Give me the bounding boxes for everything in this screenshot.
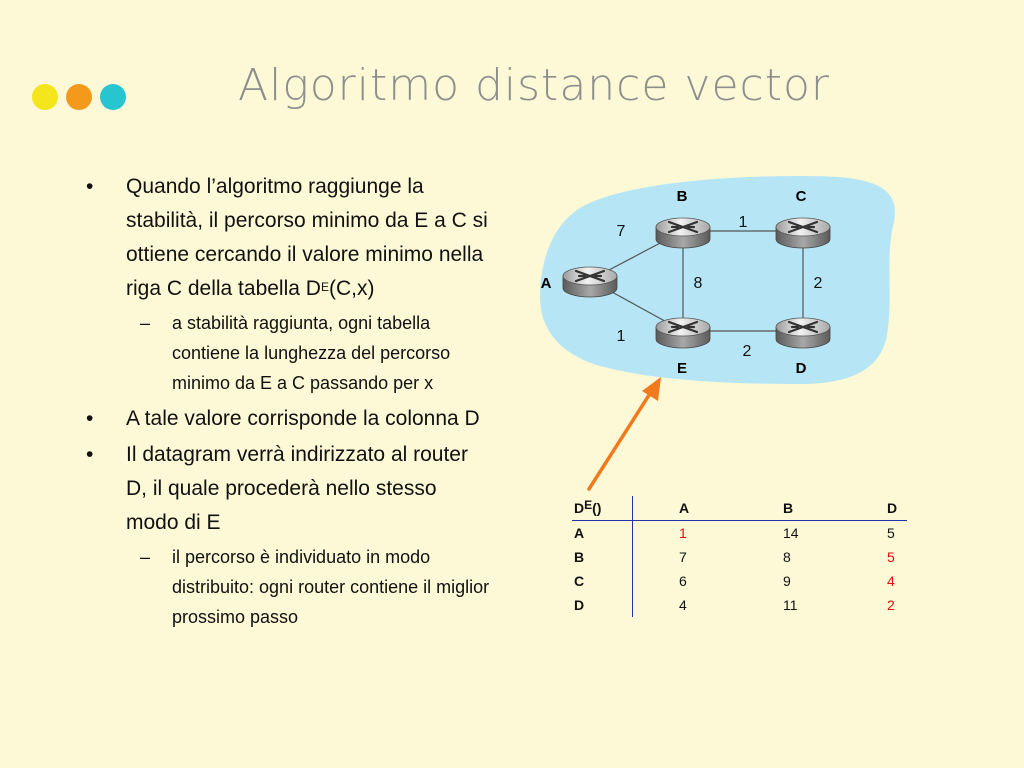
table-cell: 14 xyxy=(783,525,799,541)
bullet-1-text: Quando l’algoritmo raggiunge la stabilit… xyxy=(126,175,488,300)
edge-weight-a-e: 1 xyxy=(617,328,626,345)
table-corner-label: DE() xyxy=(572,496,633,521)
orange-dot xyxy=(66,84,92,110)
table-cell: 1 xyxy=(679,525,687,541)
edge-weight-b-c: 1 xyxy=(739,214,748,231)
router-b xyxy=(655,217,711,249)
dash-marker: – xyxy=(140,313,151,333)
yellow-dot xyxy=(32,84,58,110)
column-header: A xyxy=(632,496,783,521)
cyan-dot xyxy=(100,84,126,110)
table-cell: 11 xyxy=(783,597,798,613)
table-row: A 1 14 5 xyxy=(572,520,907,545)
table-row: C 6 9 4 xyxy=(572,569,907,593)
bullet-1-text-tail: (C,x) xyxy=(328,277,375,300)
router-c xyxy=(775,217,831,249)
node-label-b: B xyxy=(677,188,688,205)
table-cell: 6 xyxy=(679,573,687,589)
bullet-3-text: Il datagram verrà indirizzato al router … xyxy=(126,443,468,534)
bullet-marker: • xyxy=(86,175,94,198)
sub-bullet-2: – il percorso è individuato in modo dist… xyxy=(84,542,494,632)
table-row: D 4 11 2 xyxy=(572,593,907,617)
node-label-c: C xyxy=(796,188,807,205)
router-d xyxy=(775,317,831,349)
row-label: C xyxy=(572,569,633,593)
bullet-3: • Il datagram verrà indirizzato al route… xyxy=(84,438,494,540)
bullet-marker: • xyxy=(86,407,94,430)
table-cell: 5 xyxy=(887,525,895,541)
table-cell: 7 xyxy=(679,549,687,565)
bullet-2-text: A tale valore corrisponde la colonna D xyxy=(126,407,480,430)
sub-bullet-2-text: il percorso è individuato in modo distri… xyxy=(172,547,490,627)
table-cell: 4 xyxy=(679,597,687,613)
orange-arrow xyxy=(587,377,661,491)
table-cell: 4 xyxy=(887,573,895,589)
edge-weight-e-d: 2 xyxy=(743,343,752,360)
edge-weight-c-d: 2 xyxy=(814,275,823,292)
decorative-dots xyxy=(32,84,132,114)
slide-title: Algoritmo distance vector xyxy=(238,60,830,111)
edge-weight-b-e: 8 xyxy=(694,275,703,292)
table-header-row: DE() A B D xyxy=(572,496,907,521)
node-label-d: D xyxy=(796,360,807,377)
bullet-list: • Quando l’algoritmo raggiunge la stabil… xyxy=(84,170,494,636)
table-cell: 2 xyxy=(887,597,895,613)
bullet-1-superscript: E xyxy=(320,280,329,294)
router-e xyxy=(655,317,711,349)
sub-bullet-1-text: a stabilità raggiunta, ogni tabella cont… xyxy=(172,313,451,393)
table-cell: 9 xyxy=(783,573,791,589)
bullet-marker: • xyxy=(86,443,94,466)
distance-table: DE() A B D A 1 14 5 B 7 8 5 C 6 9 4 D 4 … xyxy=(572,496,907,617)
table-row: B 7 8 5 xyxy=(572,545,907,569)
edge-weight-a-b: 7 xyxy=(617,223,626,240)
node-label-e: E xyxy=(677,360,687,377)
table-cell: 5 xyxy=(887,549,895,565)
table-cell: 8 xyxy=(783,549,791,565)
column-header: B xyxy=(783,496,887,521)
column-header: D xyxy=(887,496,907,521)
bullet-1: • Quando l’algoritmo raggiunge la stabil… xyxy=(84,170,494,306)
row-label: A xyxy=(572,520,633,545)
router-a xyxy=(562,266,618,298)
sub-bullet-1: – a stabilità raggiunta, ogni tabella co… xyxy=(84,308,494,398)
row-label: D xyxy=(572,593,633,617)
row-label: B xyxy=(572,545,633,569)
node-label-a: A xyxy=(541,275,552,292)
dash-marker: – xyxy=(140,547,151,567)
bullet-2: • A tale valore corrisponde la colonna D xyxy=(84,402,494,436)
